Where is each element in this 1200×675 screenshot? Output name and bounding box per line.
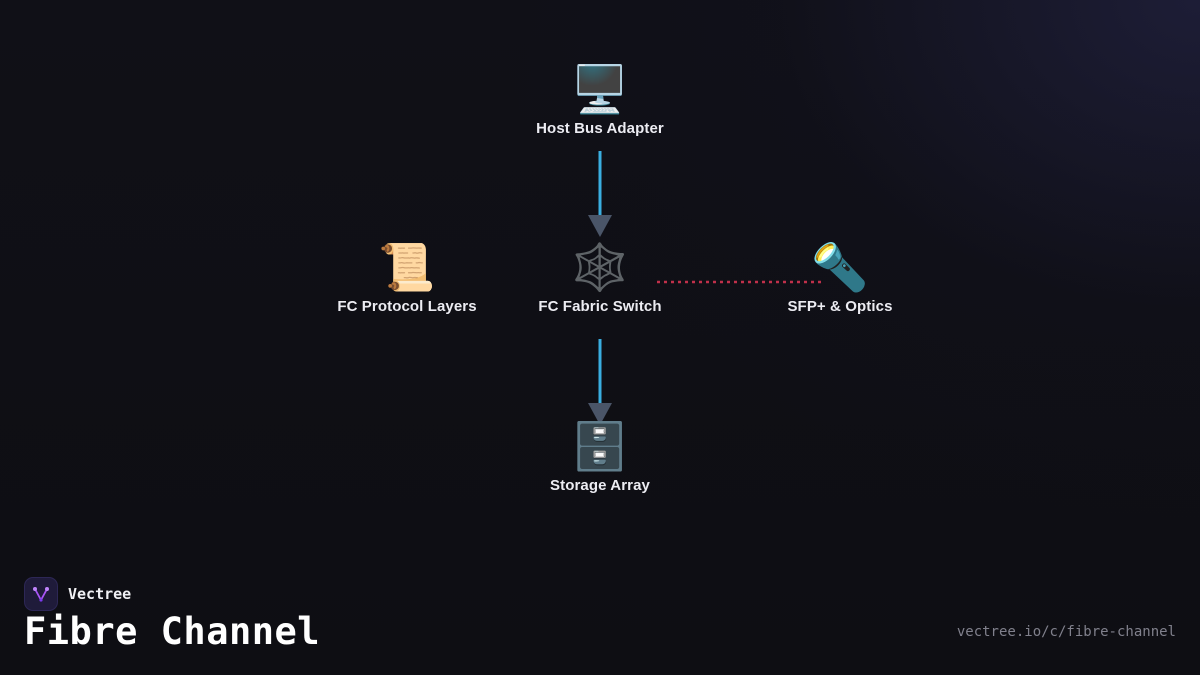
computer-icon: 🖥️ (571, 62, 629, 116)
brand[interactable]: Vectree (24, 577, 131, 611)
node-label: Storage Array (550, 477, 650, 494)
node-label: FC Protocol Layers (337, 298, 477, 315)
page-url[interactable]: vectree.io/c/fibre-channel (956, 624, 1176, 640)
node-fc-fabric-switch[interactable]: 🕸️ FC Fabric Switch (500, 240, 700, 315)
file-cabinet-icon: 🗄️ (571, 419, 629, 473)
brand-name: Vectree (68, 585, 132, 603)
node-label: SFP+ & Optics (787, 298, 893, 315)
node-label: Host Bus Adapter (536, 120, 664, 137)
node-sfp-optics[interactable]: 🔦 SFP+ & Optics (740, 240, 940, 315)
scroll-icon: 📜 (378, 240, 436, 294)
arrowhead-hba-to-switch (588, 215, 612, 237)
node-host-bus-adapter[interactable]: 🖥️ Host Bus Adapter (500, 62, 700, 137)
vectree-logo-icon (24, 577, 58, 611)
node-label: FC Fabric Switch (538, 298, 662, 315)
arrowhead-switch-to-storage (588, 403, 612, 425)
node-fc-protocol-layers[interactable]: 📜 FC Protocol Layers (307, 240, 507, 315)
flashlight-icon: 🔦 (811, 240, 869, 294)
web-icon: 🕸️ (571, 240, 629, 294)
node-storage-array[interactable]: 🗄️ Storage Array (500, 419, 700, 494)
page-title: Fibre Channel (24, 610, 321, 653)
